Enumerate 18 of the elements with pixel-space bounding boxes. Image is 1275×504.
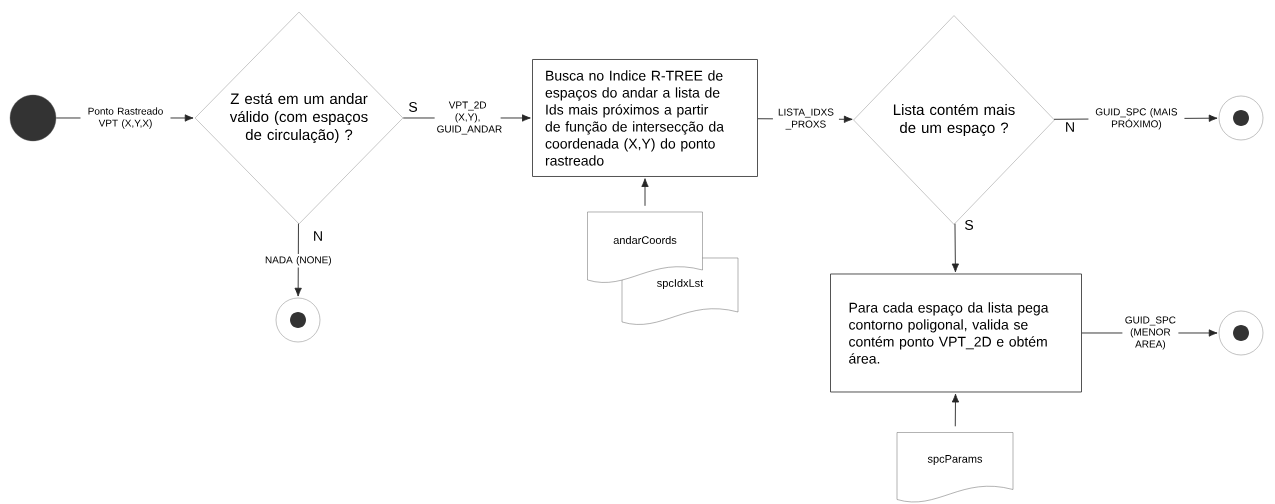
edge-label: VPT_2D (X,Y), GUID_ANDAR bbox=[434, 99, 502, 137]
end-circle bbox=[275, 297, 321, 343]
edge-label: GUID_SPC (MENOR AREA) bbox=[1122, 314, 1179, 352]
start-circle bbox=[9, 94, 57, 142]
branch-label: N bbox=[1066, 122, 1074, 132]
arrow bbox=[294, 223, 302, 297]
end-circle bbox=[1218, 95, 1264, 141]
end-circle bbox=[1218, 310, 1264, 356]
branch-label: S bbox=[409, 102, 418, 112]
arrow bbox=[951, 393, 960, 427]
edge-label: Ponto Rastreado VPT (X,Y,X) bbox=[80, 105, 171, 131]
edge-label: NADA (NONE) bbox=[261, 254, 336, 268]
process-box: Para cada espaço da lista pega contorno poligonal, valida se contém ponto VPT_2D e obtém área. bbox=[830, 273, 1082, 393]
process-box: Busca no Indice R-TREE de espaços do andar a lista de Ids mais próximos a partir de função de intersecção da coordenada (X,Y) do ponto rastreado bbox=[532, 59, 758, 177]
edge-label: GUID_SPC (MAIS PRÓXIMO) bbox=[1088, 106, 1185, 132]
arrow bbox=[951, 223, 959, 273]
edge-label: LISTA_IDXS _PROXS bbox=[772, 106, 839, 132]
arrow bbox=[641, 178, 649, 207]
